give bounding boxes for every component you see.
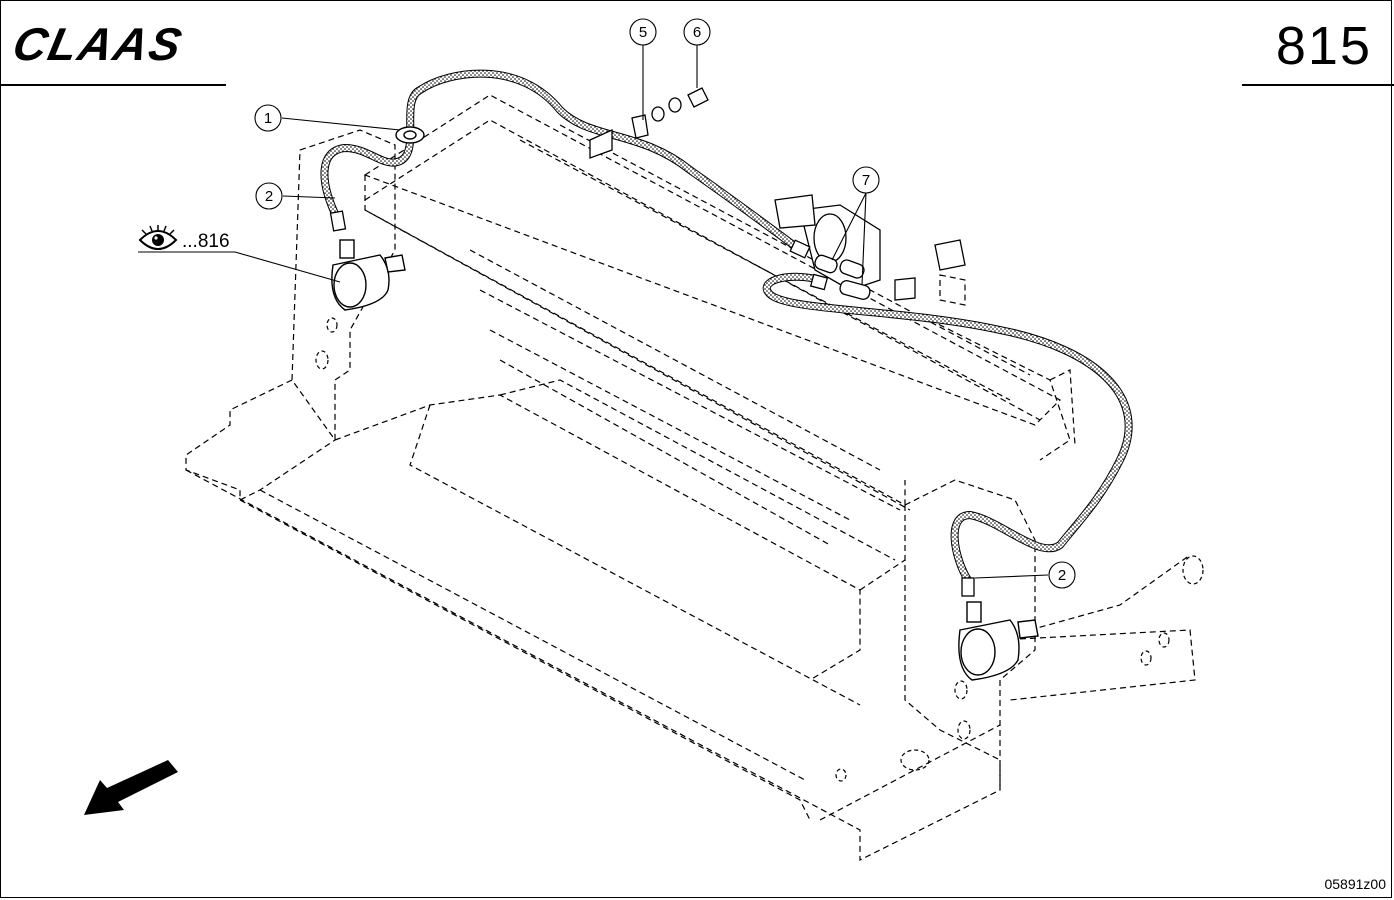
callout-6-number: 6 — [693, 24, 701, 41]
grommet — [395, 126, 425, 144]
callout-7: 7 — [852, 166, 880, 194]
hose-clamp — [589, 87, 709, 159]
hydraulic-hoses — [320, 69, 1133, 583]
header-rule-left — [0, 84, 226, 86]
reference-label: ...816 — [182, 231, 230, 252]
hydraulic-motor-left — [331, 239, 406, 311]
direction-arrow-icon — [84, 760, 178, 815]
hose-fittings — [329, 210, 975, 597]
callout-2a-number: 2 — [265, 188, 273, 205]
callout-2a: 2 — [255, 182, 283, 210]
callout-6: 6 — [683, 18, 711, 46]
header-rule-right — [1242, 84, 1394, 86]
hydraulic-motor-right — [958, 601, 1039, 681]
page-number: 815 — [1275, 16, 1372, 76]
callout-1: 1 — [254, 104, 282, 132]
callout-2b: 2 — [1048, 561, 1076, 589]
callout-2b-number: 2 — [1058, 567, 1066, 584]
callout-5: 5 — [629, 18, 657, 46]
callout-7-number: 7 — [862, 172, 870, 189]
eye-icon — [138, 225, 178, 250]
callout-5-number: 5 — [639, 24, 647, 41]
callout-1-number: 1 — [264, 110, 272, 127]
drawing-id: 05891z00 — [1324, 876, 1386, 892]
callout-leaders — [138, 45, 1049, 579]
frame-outline — [185, 94, 1196, 861]
mounting-holes — [315, 317, 1204, 782]
